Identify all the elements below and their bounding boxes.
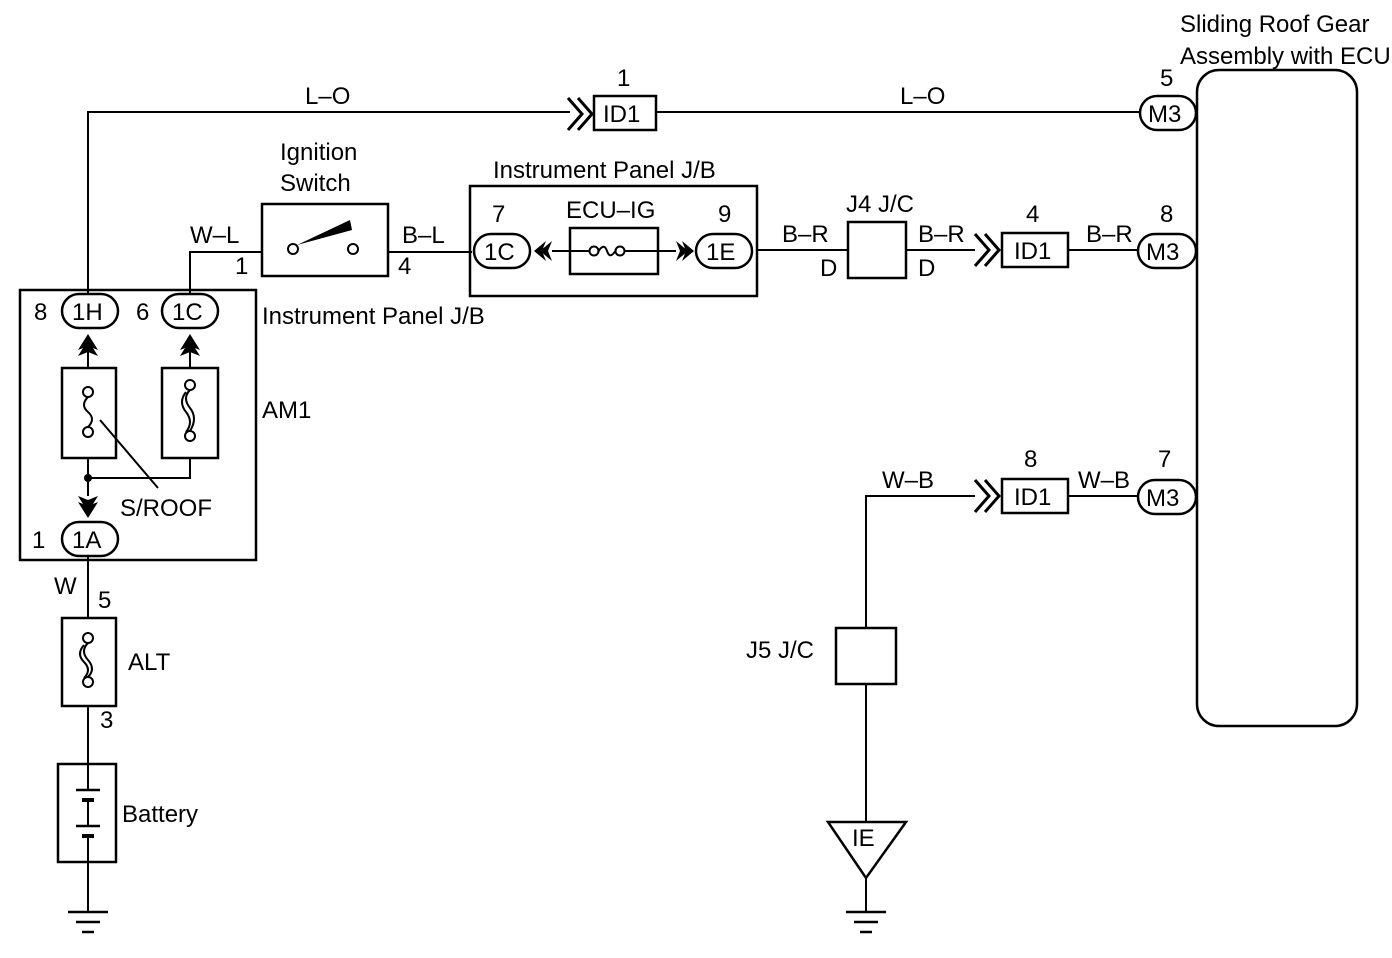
wire-lo-left xyxy=(87,111,570,298)
connector-1h-pin: 8 xyxy=(34,299,47,326)
connector-m3-low xyxy=(1136,478,1198,516)
wire-br-1-label: B–R xyxy=(782,221,829,248)
ignition-pin-out: 4 xyxy=(398,253,411,280)
connector-1a-pin: 1 xyxy=(32,527,45,554)
fuse-icon xyxy=(83,396,93,428)
switch-blade xyxy=(297,220,352,245)
connector-1e-panel-label: 1E xyxy=(706,239,735,266)
wire-lo-right-label: L–O xyxy=(900,83,945,110)
connector-arrow xyxy=(676,241,694,261)
connector-1e-panel-pin: 9 xyxy=(718,201,731,228)
j4-junction-box xyxy=(846,220,908,280)
connector-1c-left xyxy=(160,292,220,330)
panel-jb-top-box xyxy=(468,184,759,298)
ignition-switch-box xyxy=(260,202,390,278)
sroof-label: S/ROOF xyxy=(120,495,212,522)
ground-icon xyxy=(846,910,886,934)
alt-pin-bottom: 3 xyxy=(100,707,113,734)
ignition-label-line2: Switch xyxy=(280,170,351,197)
connector-m3-mid-label: M3 xyxy=(1146,239,1179,266)
alt-pin-top: 5 xyxy=(98,587,111,614)
battery-label: Battery xyxy=(122,801,198,828)
bus-wire xyxy=(88,458,191,479)
connector-1c-left-label: 1C xyxy=(172,299,203,326)
connector-m3-top-label: M3 xyxy=(1148,101,1181,128)
connector-arrow xyxy=(973,479,1001,513)
connector-1h xyxy=(60,292,120,330)
ground-point-ie xyxy=(825,820,909,881)
wire-d-2-label: D xyxy=(918,255,935,282)
wire-br-2-label: B–R xyxy=(918,221,965,248)
leader-line xyxy=(99,419,159,489)
wire-wl-label: W–L xyxy=(190,222,239,249)
connector-1h-label: 1H xyxy=(72,299,103,326)
connector-1a xyxy=(60,520,120,558)
am1-label: AM1 xyxy=(262,397,311,424)
connector-1c-panel-label: 1C xyxy=(484,239,515,266)
wire-bl-label: B–L xyxy=(402,222,445,249)
fuse-ecu-ig-label: ECU–IG xyxy=(566,197,655,224)
wire-wb-1 xyxy=(865,495,975,628)
connector-1c-panel-pin: 7 xyxy=(492,201,505,228)
j5-junction-box xyxy=(834,626,898,686)
switch-contact xyxy=(347,243,359,255)
panel-jb-top-label: Instrument Panel J/B xyxy=(493,157,716,184)
wire-wb-2-label: W–B xyxy=(1078,467,1130,494)
j5-label: J5 J/C xyxy=(746,637,814,664)
connector-id1-mid-pin: 4 xyxy=(1026,201,1039,228)
connector-m3-mid-pin: 8 xyxy=(1160,201,1173,228)
ground-ie-label: IE xyxy=(852,825,875,852)
ignition-pin-in: 1 xyxy=(235,253,248,280)
connector-arrow xyxy=(534,241,552,261)
connector-1e-panel xyxy=(694,232,754,270)
alt-label: ALT xyxy=(128,649,171,676)
connector-id1-low-label: ID1 xyxy=(1014,484,1051,511)
connector-arrow xyxy=(180,334,200,356)
panel-jb-left-label: Instrument Panel J/B xyxy=(262,303,485,330)
connector-m3-top-pin: 5 xyxy=(1160,65,1173,92)
ecu-label-line1: Sliding Roof Gear xyxy=(1180,11,1369,38)
wire-lo-left-label: L–O xyxy=(305,83,350,110)
connector-id1-top-pin: 1 xyxy=(617,65,630,92)
wire-wl xyxy=(189,251,262,298)
connector-m3-top xyxy=(1138,94,1198,132)
ecu-label-line2: Assembly with ECU xyxy=(1180,43,1391,70)
wire-w-label: W xyxy=(54,573,77,600)
connector-m3-mid xyxy=(1136,232,1198,270)
connector-arrow xyxy=(973,233,1001,267)
fuse-icon xyxy=(597,245,617,257)
connector-id1-low-pin: 8 xyxy=(1024,446,1037,473)
engine-room-jb-box xyxy=(18,288,258,562)
j4-label: J4 J/C xyxy=(846,191,914,218)
connector-m3-low-label: M3 xyxy=(1146,485,1179,512)
connector-1c-left-pin: 6 xyxy=(136,299,149,326)
ignition-label-line1: Ignition xyxy=(280,139,357,166)
fusible-link-icon xyxy=(83,642,93,678)
connector-id1-mid-label: ID1 xyxy=(1014,238,1051,265)
ground-icon xyxy=(68,910,108,934)
fusible-link-icon xyxy=(185,389,195,432)
connector-1c-panel xyxy=(472,232,532,270)
wire-br-3-label: B–R xyxy=(1086,221,1133,248)
connector-arrow xyxy=(78,334,98,356)
connector-arrow xyxy=(78,496,98,518)
connector-1a-label: 1A xyxy=(72,527,101,554)
wire-wb-1-label: W–B xyxy=(882,467,934,494)
connector-m3-low-pin: 7 xyxy=(1158,446,1171,473)
connector-arrow xyxy=(566,97,594,131)
switch-contact xyxy=(287,243,299,255)
ecu-box xyxy=(1195,68,1359,728)
wire-d-1-label: D xyxy=(820,255,837,282)
connector-id1-top-label: ID1 xyxy=(603,101,640,128)
